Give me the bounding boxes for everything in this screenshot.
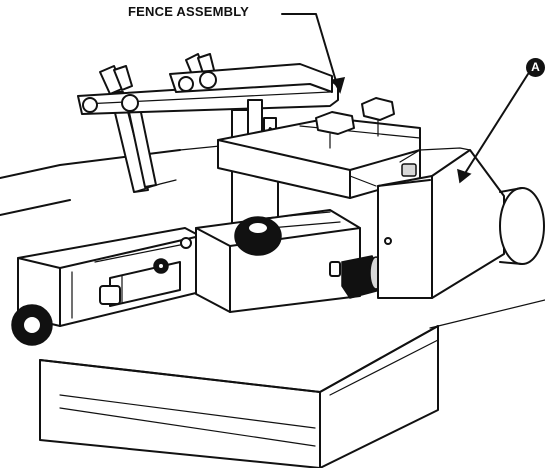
callout-a-badge: A bbox=[526, 58, 545, 77]
upper-carriage bbox=[217, 97, 421, 199]
fence-legs bbox=[109, 91, 177, 193]
fence-assembly-label: FENCE ASSEMBLY bbox=[128, 4, 250, 19]
left-rail-assembly bbox=[11, 227, 201, 346]
adjustment-block bbox=[195, 209, 383, 313]
callout-leaders bbox=[281, 13, 529, 184]
fence-rods bbox=[77, 63, 339, 161]
housing-a bbox=[349, 147, 545, 299]
base-block bbox=[39, 325, 439, 469]
